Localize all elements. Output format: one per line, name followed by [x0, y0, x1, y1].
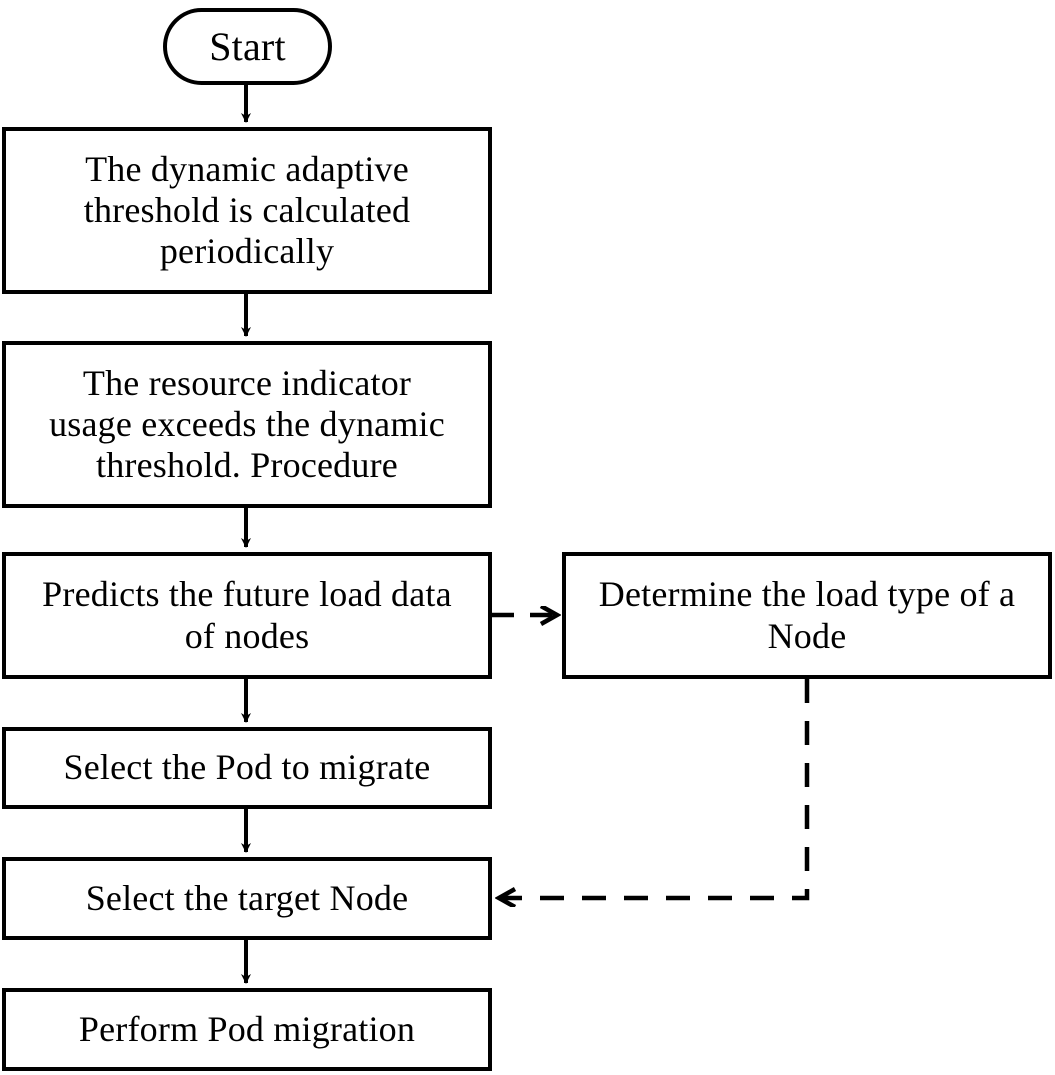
node-dynamic-threshold[interactable]: The dynamic adaptive threshold is calcul…	[2, 127, 492, 294]
node-predict-load-label: Predicts the future load data of nodes	[42, 574, 452, 656]
node-determine-load-type[interactable]: Determine the load type of a Node	[562, 552, 1052, 679]
node-resource-exceeds[interactable]: The resource indicator usage exceeds the…	[2, 341, 492, 508]
node-select-pod[interactable]: Select the Pod to migrate	[2, 727, 492, 809]
node-predict-load[interactable]: Predicts the future load data of nodes	[2, 552, 492, 679]
node-select-pod-label: Select the Pod to migrate	[63, 747, 431, 788]
connector-determine-to-target	[500, 679, 810, 898]
node-dynamic-threshold-label: The dynamic adaptive threshold is calcul…	[83, 148, 411, 272]
node-determine-load-type-label: Determine the load type of a Node	[598, 574, 1016, 656]
node-select-target-node[interactable]: Select the target Node	[2, 857, 492, 940]
node-perform-migration[interactable]: Perform Pod migration	[2, 988, 492, 1071]
node-start[interactable]: Start	[163, 8, 332, 85]
node-perform-migration-label: Perform Pod migration	[78, 1008, 416, 1049]
node-resource-exceeds-label: The resource indicator usage exceeds the…	[49, 362, 445, 486]
node-start-label: Start	[209, 23, 286, 69]
node-select-target-node-label: Select the target Node	[85, 877, 409, 918]
